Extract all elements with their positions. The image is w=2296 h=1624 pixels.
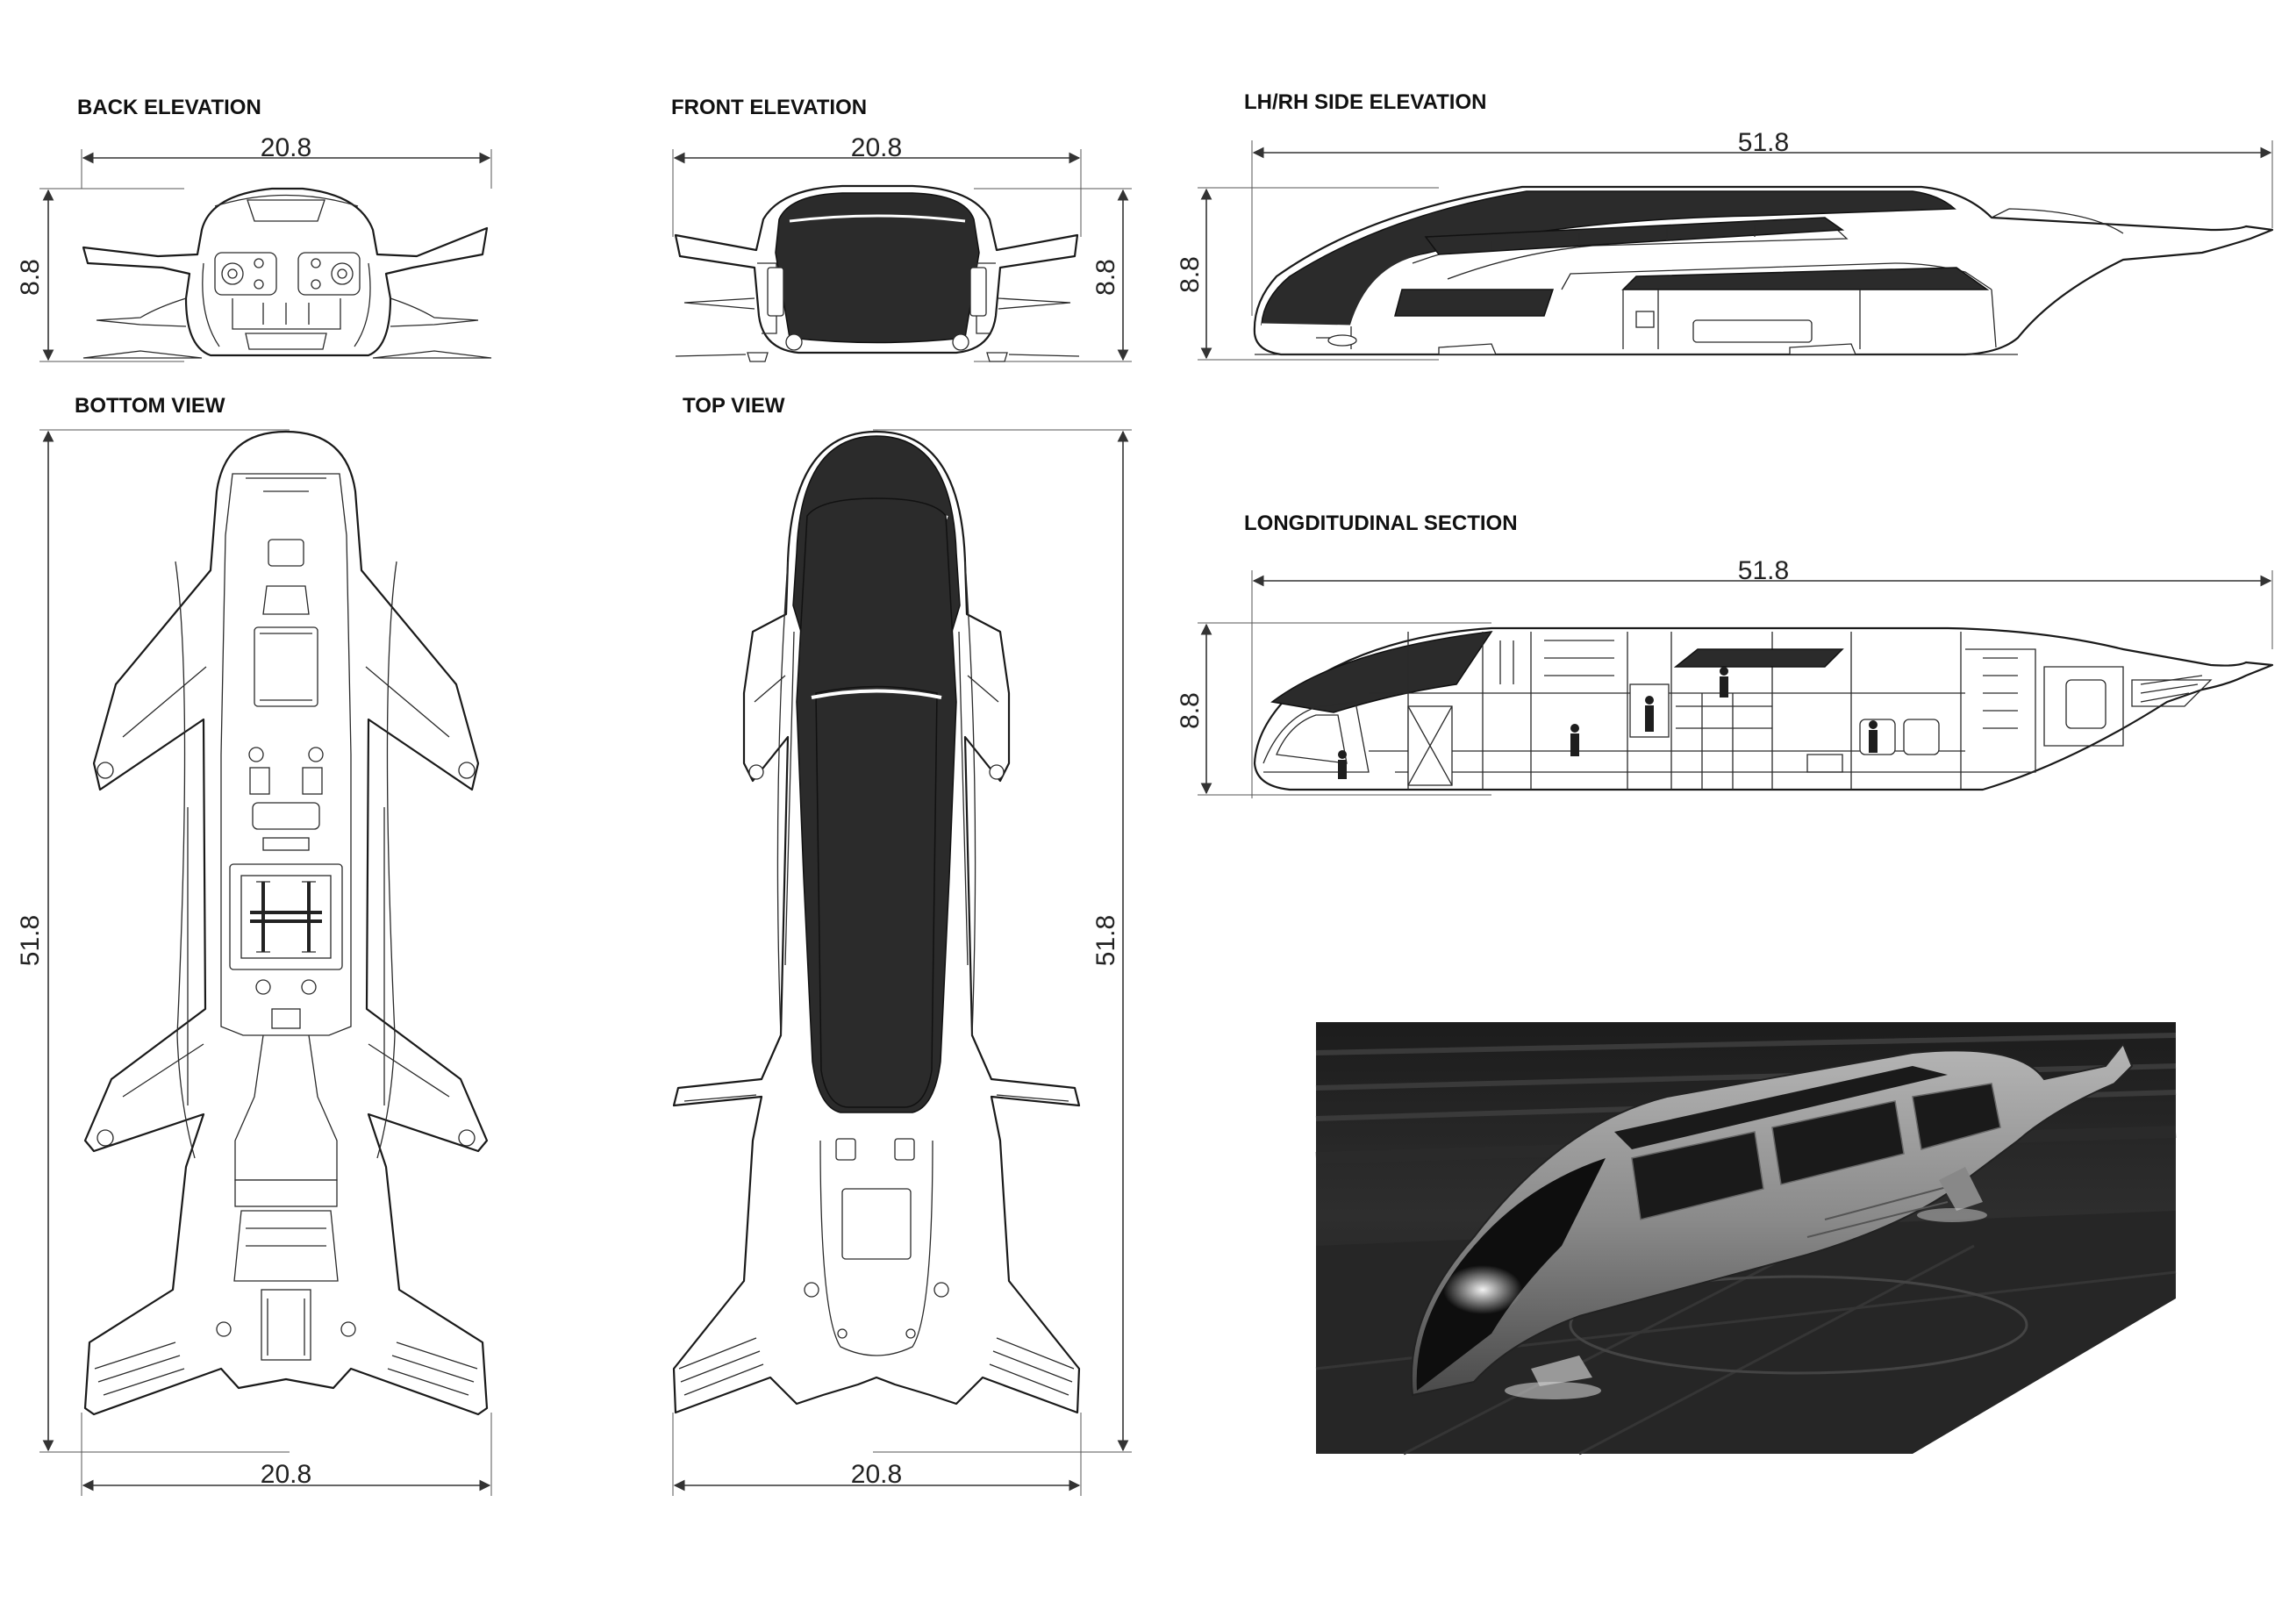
- top-view-title: TOP VIEW: [683, 394, 785, 418]
- bottom-view: BOTTOM VIEW 51.8 20.8: [16, 394, 492, 1496]
- vehicle-render-image: [1315, 1022, 2177, 1456]
- front-height-dim: 8.8: [1091, 259, 1120, 296]
- back-width-dim: 20.8: [261, 133, 311, 162]
- top-view: TOP VIEW 51.8 20.8: [672, 394, 1132, 1496]
- side-elevation-view: LH/RH SIDE ELEVATION 51.8 8.8: [1176, 90, 2274, 361]
- top-view-drawing: [672, 430, 1081, 1414]
- back-elevation-view: BACK ELEVATION 20.8 8.8: [16, 96, 492, 362]
- back-elevation-drawing: [82, 187, 492, 359]
- longitudinal-section-drawing: [1253, 626, 2274, 791]
- front-elevation-drawing: [674, 184, 1080, 362]
- side-height-dim: 8.8: [1176, 256, 1205, 293]
- front-elevation-view: FRONT ELEVATION 20.8 8.8: [671, 96, 1132, 362]
- top-width-dim: 20.8: [851, 1460, 902, 1489]
- person-figures: [1338, 667, 1878, 779]
- longitudinal-section-title: LONGDITUDINAL SECTION: [1244, 512, 1518, 535]
- side-length-dim: 51.8: [1738, 128, 1789, 157]
- back-elevation-title: BACK ELEVATION: [77, 96, 261, 119]
- longitudinal-section-view: LONGDITUDINAL SECTION 51.8 8.8: [1176, 512, 2274, 798]
- side-elevation-drawing: [1253, 185, 2274, 356]
- bottom-view-title: BOTTOM VIEW: [75, 394, 225, 418]
- front-width-dim: 20.8: [851, 133, 902, 162]
- bottom-view-drawing: [83, 430, 489, 1416]
- back-height-dim: 8.8: [16, 259, 45, 296]
- section-length-dim: 51.8: [1738, 556, 1789, 585]
- front-elevation-title: FRONT ELEVATION: [671, 96, 867, 119]
- section-height-dim: 8.8: [1176, 692, 1205, 729]
- bottom-length-dim: 51.8: [16, 915, 45, 966]
- bottom-width-dim: 20.8: [261, 1460, 311, 1489]
- top-length-dim: 51.8: [1091, 915, 1120, 966]
- side-elevation-title: LH/RH SIDE ELEVATION: [1244, 90, 1486, 114]
